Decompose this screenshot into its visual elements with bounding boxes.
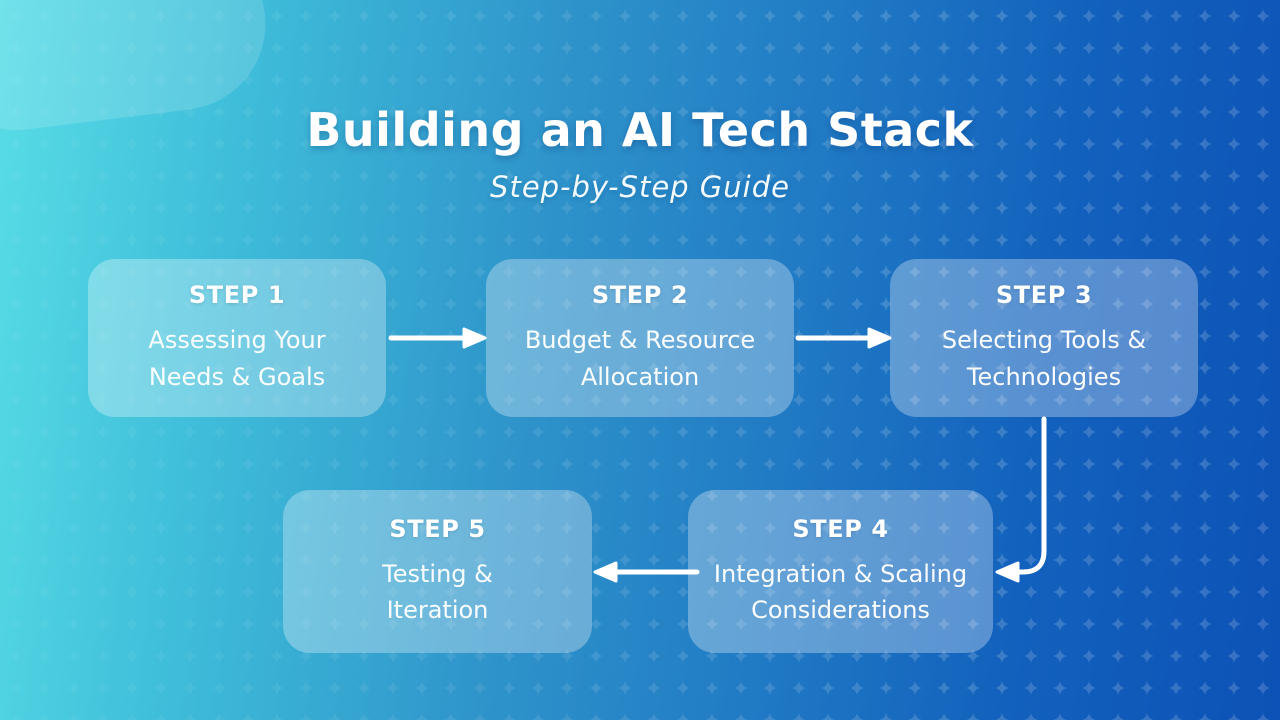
page-subtitle: Step-by-Step Guide [490, 170, 790, 205]
step-2-text-line-2: Allocation [580, 362, 700, 391]
step-3-title: STEP 3 [995, 281, 1093, 309]
step-4-text-line-2: Considerations [751, 596, 930, 624]
step-4-card: STEP 4 Integration & Scaling Considerati… [688, 490, 993, 653]
step-1-text-line-2: Needs & Goals [148, 362, 326, 391]
step-2-card: STEP 2 Budget & Resource Allocation [486, 259, 794, 417]
step-2-text-line-1: Budget & Resource [524, 326, 756, 354]
step-5-card: STEP 5 Testing & Iteration [283, 490, 592, 653]
step-5-text-line-1: Testing & [382, 559, 493, 588]
step-1-title: STEP 1 [188, 281, 286, 309]
step-3-card: STEP 3 Selecting Tools & Technologies [890, 259, 1198, 417]
step-3-text-line-2: Technologies [966, 362, 1122, 391]
header: Building an AI Tech Stack Step-by-Step G… [0, 0, 1280, 204]
step-1-text-line-1: Assessing Your [148, 326, 326, 354]
page-title: Building an AI Tech Stack [306, 103, 974, 157]
step-3-text-line-1: Selecting Tools & [941, 326, 1147, 354]
step-1-card: STEP 1 Assessing Your Needs & Goals [88, 259, 386, 417]
step-5-text-line-2: Iteration [386, 596, 489, 624]
step-5-title: STEP 5 [389, 514, 486, 543]
step-4-title: STEP 4 [792, 514, 889, 543]
step-4-text-line-1: Integration & Scaling [713, 559, 968, 588]
step-2-title: STEP 2 [591, 281, 689, 309]
